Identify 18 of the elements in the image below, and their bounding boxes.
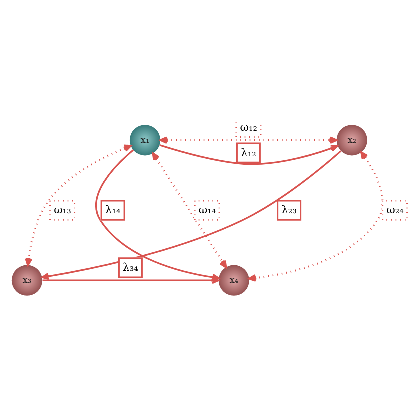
arrow — [42, 276, 220, 284]
edge-label: λ₁₂ — [241, 146, 256, 159]
edge-label: ω₂₄ — [386, 203, 404, 216]
edge-label: ω₁₄ — [198, 203, 216, 216]
arrow — [152, 152, 228, 268]
arrow — [248, 151, 384, 282]
node-circle: x₂ — [336, 124, 368, 156]
arrow — [160, 144, 338, 165]
edge-label: λ₁₄ — [105, 203, 121, 216]
edge-label: λ₃₄ — [123, 260, 138, 274]
edge-label: ω₁₃ — [54, 203, 72, 216]
node-circle: x₄ — [218, 264, 250, 296]
node-circle: x₃ — [12, 264, 43, 296]
node-circle: x₁ — [130, 124, 161, 156]
edge-label: λ₂₃ — [282, 203, 298, 216]
edge-label: ω₁₂ — [240, 120, 258, 134]
arrow — [25, 144, 132, 266]
arrow — [160, 136, 338, 144]
